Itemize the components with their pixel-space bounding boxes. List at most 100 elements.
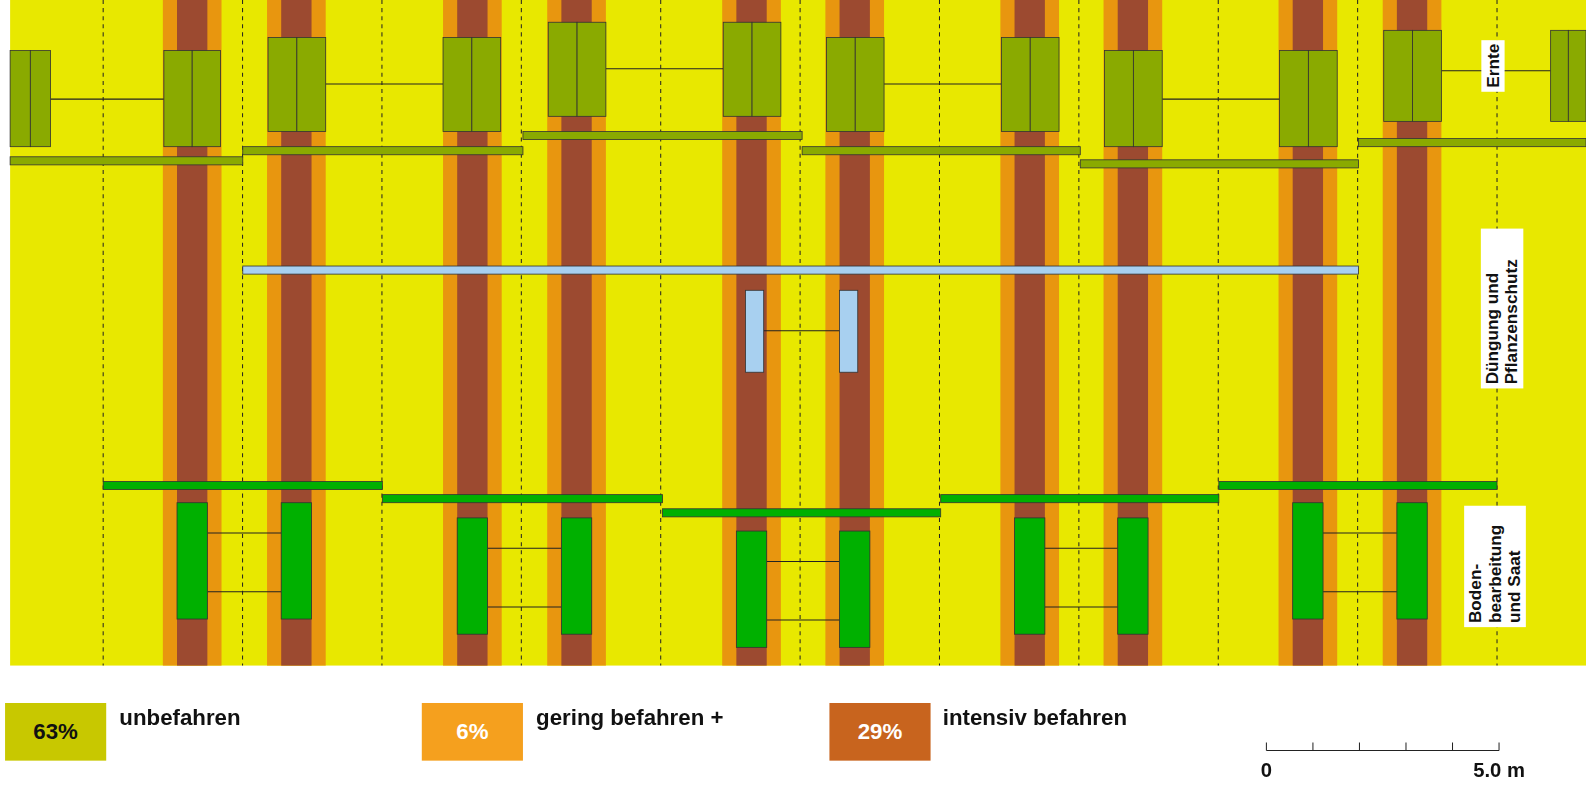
axle-line: [1045, 548, 1118, 549]
light-track: [443, 0, 502, 666]
legend-text: intensiv befahren: [943, 705, 1127, 731]
axle-line: [1162, 99, 1279, 100]
sprayer-boom: [243, 266, 1359, 274]
harvester-wheel: [1105, 51, 1134, 147]
harvester-wheel: [548, 22, 577, 116]
lane-divider: [242, 0, 243, 666]
lane-divider: [800, 0, 801, 666]
axle-line: [207, 533, 281, 534]
lane-divider: [1357, 0, 1358, 666]
seeder-bar: [1219, 481, 1497, 489]
harvester-wheel: [1280, 51, 1309, 147]
legend-percent: 63%: [33, 719, 78, 745]
harvester-wheel: [268, 37, 297, 131]
axle-line: [488, 606, 562, 607]
axle-line: [488, 548, 562, 549]
harvester-wheel: [1308, 51, 1337, 147]
harvester-wheel: [192, 51, 220, 147]
lane-divider: [103, 0, 104, 666]
legend-percent: 6%: [456, 719, 488, 745]
row-label: Düngung und Pflanzenschutz: [1481, 229, 1523, 389]
harvester-wheel: [577, 22, 606, 116]
harvester-wheel: [1413, 30, 1442, 121]
scale-bar: [1266, 750, 1499, 751]
light-track: [1104, 0, 1163, 666]
harvester-header: [802, 147, 1080, 155]
axle-line: [51, 99, 164, 100]
axle-line: [326, 83, 443, 84]
axle-line: [767, 561, 840, 562]
scale-tick: [1452, 742, 1453, 750]
axle-line: [606, 68, 723, 69]
legend-swatch: 29%: [829, 703, 930, 761]
light-track: [163, 0, 222, 666]
harvester-wheel: [1001, 37, 1030, 131]
field-ground: [10, 0, 1586, 666]
tractor-wheel: [1118, 518, 1148, 634]
harvester-wheel: [443, 37, 472, 131]
tractor-wheel: [736, 531, 766, 647]
legend-swatch: 63%: [5, 703, 106, 761]
legend-text: unbefahren: [119, 705, 240, 731]
harvester-wheel: [1568, 30, 1586, 121]
light-track: [1383, 0, 1442, 666]
tractor-wheel: [840, 531, 870, 647]
light-track: [825, 0, 884, 666]
axle-line: [1323, 533, 1397, 534]
seeder-bar: [663, 509, 941, 517]
axle-line: [764, 330, 840, 331]
tractor-wheel: [1293, 503, 1323, 619]
light-track: [1000, 0, 1059, 666]
scale-tick: [1266, 742, 1267, 750]
seeder-bar: [382, 495, 662, 503]
tractor-wheel: [457, 518, 487, 634]
scale-tick: [1499, 742, 1500, 750]
legend-percent: 29%: [858, 719, 903, 745]
axle-line: [884, 83, 1001, 84]
harvester-header: [1080, 160, 1358, 168]
tractor-wheel: [561, 518, 591, 634]
harvester-header: [523, 131, 802, 139]
harvester-wheel: [826, 37, 855, 131]
sprayer-wheel: [745, 290, 763, 372]
seeder-bar: [941, 495, 1219, 503]
scale-tick: [1359, 742, 1360, 750]
tractor-wheel: [177, 503, 207, 619]
lane-divider: [939, 0, 940, 666]
harvester-wheel: [752, 22, 781, 116]
row-label: Boden- bearbeitung und Saat: [1464, 506, 1526, 627]
harvester-wheel: [30, 51, 50, 147]
harvester-wheel: [164, 51, 192, 147]
harvester-wheel: [472, 37, 501, 131]
lane-divider: [1218, 0, 1219, 666]
axle-line: [767, 620, 840, 621]
lane-divider: [381, 0, 382, 666]
lane-divider: [660, 0, 661, 666]
harvester-wheel: [1551, 30, 1569, 121]
sprayer-wheel: [840, 290, 858, 372]
scale-label: 0: [1261, 759, 1272, 782]
light-track: [1279, 0, 1338, 666]
axle-line: [1323, 591, 1397, 592]
tractor-wheel: [281, 503, 311, 619]
harvester-wheel: [855, 37, 884, 131]
harvester-wheel: [1030, 37, 1059, 131]
row-label: Ernte: [1481, 40, 1504, 92]
axle-line: [1045, 606, 1118, 607]
light-track: [722, 0, 781, 666]
scale-tick: [1312, 742, 1313, 750]
harvester-wheel: [10, 51, 30, 147]
scale-tick: [1405, 742, 1406, 750]
seeder-bar: [103, 481, 382, 489]
harvester-header: [1358, 139, 1586, 147]
harvester-wheel: [723, 22, 752, 116]
harvester-wheel: [1133, 51, 1162, 147]
tractor-wheel: [1015, 518, 1045, 634]
harvester-wheel: [1384, 30, 1413, 121]
tractor-wheel: [1397, 503, 1427, 619]
harvester-header: [10, 157, 243, 165]
lane-divider: [521, 0, 522, 666]
harvester-wheel: [297, 37, 326, 131]
scale-label: 5.0 m: [1473, 759, 1525, 782]
